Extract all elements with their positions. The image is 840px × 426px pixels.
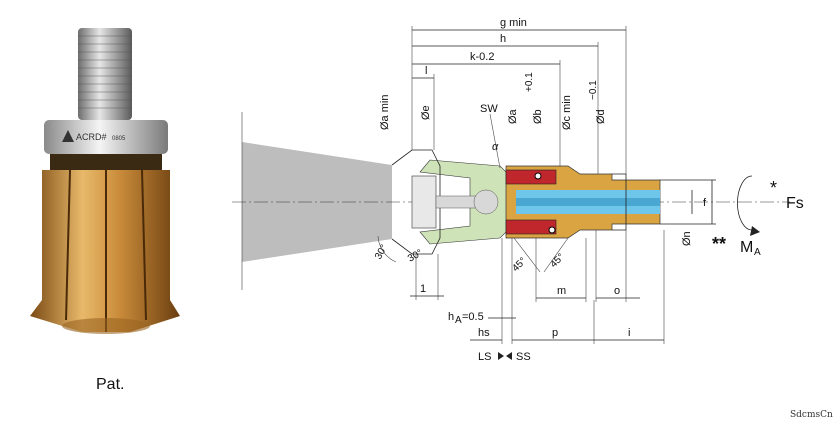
watermark: SdcmsCn <box>790 410 833 420</box>
dim-ha: h <box>448 311 454 323</box>
dim-d-tol: −0.1 <box>588 80 599 100</box>
dim-c-min: Øc min <box>561 95 573 130</box>
dim-hs: hs <box>478 327 490 339</box>
dim-i: i <box>628 327 630 339</box>
dim-n: Øn <box>681 231 693 246</box>
rotation-arrow-icon <box>737 175 753 231</box>
ls-ss-symbol-icon <box>498 352 512 360</box>
dim-a: Øa <box>507 108 519 124</box>
dim-h: h <box>500 33 506 45</box>
seal-top <box>505 169 557 185</box>
label-alpha: α <box>492 141 499 153</box>
patent-caption: Pat. <box>96 376 125 393</box>
dim-l-top: l <box>425 65 427 77</box>
dim-b: Øb <box>532 109 544 124</box>
angle-45-left: 45° <box>510 256 528 274</box>
label-ss: SS <box>516 351 531 363</box>
collet-photo: ACRD# 0805 <box>30 28 180 334</box>
dim-d: Ød <box>595 109 607 124</box>
dim-ha-val: =0.5 <box>462 311 484 323</box>
fs-star: * <box>770 178 777 198</box>
label-fs: Fs <box>786 195 804 212</box>
dim-e: Øe <box>420 105 432 120</box>
dim-p: p <box>552 327 558 339</box>
dim-k: k-0.2 <box>470 51 494 63</box>
angle-30-right: 30° <box>406 248 425 265</box>
seal-bottom <box>505 219 557 235</box>
angle-45-right: 45° <box>548 252 566 270</box>
dim-ha-sub: A <box>455 315 462 326</box>
brand-text: ACRD# <box>76 132 107 142</box>
dim-g-min: g min <box>500 17 527 29</box>
dim-m: m <box>557 285 566 297</box>
dim-o: o <box>614 285 620 297</box>
label-ls: LS <box>478 351 491 363</box>
dim-b-tol: +0.1 <box>524 72 535 92</box>
brand-logo-icon <box>62 130 74 142</box>
ma-star: ** <box>712 234 726 254</box>
label-ma-sub: A <box>754 247 761 258</box>
dim-f: f <box>703 197 707 209</box>
label-sw: SW <box>480 103 498 115</box>
label-ma: M <box>740 239 753 256</box>
dim-one: 1 <box>420 283 426 295</box>
model-text: 0805 <box>112 136 126 142</box>
dim-a-min: Øa min <box>379 95 391 130</box>
angle-30-left: 30° <box>373 243 390 262</box>
